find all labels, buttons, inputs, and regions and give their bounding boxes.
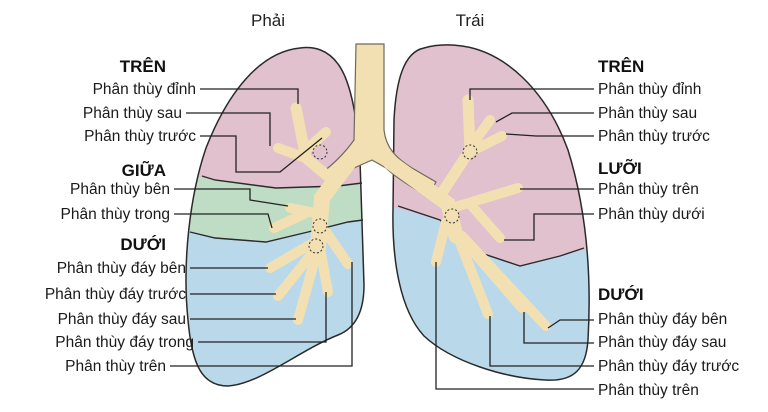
- right-label-anterior-basal: Phân thùy đáy trước: [45, 286, 186, 303]
- right-label-superior: Phân thùy trên: [65, 358, 166, 375]
- left-label-apical: Phân thùy đỉnh: [598, 81, 701, 98]
- left-lower-junction: [444, 208, 460, 224]
- left-upper-title: TRÊN: [598, 57, 644, 76]
- right-labels: TRÊN Phân thùy đỉnh Phân thùy sau Phân t…: [45, 57, 196, 375]
- right-label-medial: Phân thùy trong: [61, 206, 170, 223]
- left-lung-outline: [392, 44, 590, 381]
- right-label-apical: Phân thùy đỉnh: [93, 81, 196, 98]
- right-lower-branch5: [321, 227, 353, 269]
- left-anterior-branch: [465, 131, 507, 157]
- left-label-superior: Phân thùy trên: [598, 382, 699, 399]
- right-lower-title: DƯỚI: [120, 235, 166, 254]
- right-lower-fissure: [189, 219, 364, 243]
- right-lung-outline: [185, 46, 365, 387]
- right-posterior-branch: [273, 143, 311, 163]
- right-label-medial-basal: Phân thùy đáy trong: [55, 334, 194, 351]
- left-lingula-branch2: [465, 199, 505, 243]
- left-main-bronchus: [382, 154, 464, 244]
- right-upper-title: TRÊN: [120, 57, 166, 76]
- right-lower-branch1: [265, 235, 323, 273]
- left-label-anterior-basal: Phân thùy đáy trước: [598, 358, 739, 375]
- right-middle-branch2: [269, 209, 309, 233]
- left-posterior-branch: [465, 115, 495, 153]
- left-lower-title: DƯỚI: [598, 285, 644, 304]
- right-lower-junction: [308, 238, 324, 254]
- left-label-posterior-basal: Phân thùy đáy sau: [598, 334, 726, 351]
- left-label-superior-lingular: Phân thùy trên: [598, 181, 699, 198]
- right-lung: [185, 46, 365, 387]
- right-lower-branch3: [293, 243, 323, 325]
- right-anterior-branch: [301, 127, 331, 155]
- right-label-lateral: Phân thùy bên: [70, 181, 170, 198]
- left-lung: [392, 44, 590, 381]
- right-upper-junction: [312, 144, 328, 160]
- left-lower-branch2: [451, 227, 493, 319]
- right-label-lateral-basal: Phân thùy đáy bên: [57, 260, 186, 277]
- right-side-title: Phải: [251, 11, 285, 30]
- right-label-posterior-basal: Phân thùy đáy sau: [58, 311, 186, 328]
- left-lingula-title: LƯỠI: [598, 158, 642, 178]
- left-upper-junction: [462, 144, 478, 160]
- left-labels: TRÊN Phân thùy đỉnh Phân thùy sau Phân t…: [598, 57, 739, 399]
- right-middle-title: GIỮA: [122, 160, 166, 180]
- left-label-lateral-basal: Phân thùy đáy bên: [598, 311, 727, 328]
- left-side-title: Trái: [456, 11, 485, 30]
- right-label-posterior: Phân thùy sau: [83, 105, 182, 122]
- right-label-anterior: Phân thùy trước: [84, 128, 196, 145]
- left-label-inferior-lingular: Phân thùy dưới: [598, 206, 705, 223]
- left-lower-branch1: [431, 217, 451, 267]
- right-middle-junction: [312, 218, 328, 234]
- left-label-posterior: Phân thùy sau: [598, 105, 697, 122]
- right-lower-branch4: [315, 243, 333, 297]
- left-fissure: [397, 205, 585, 267]
- left-lingula-bronchus: [447, 183, 523, 213]
- right-upper-fissure: [201, 175, 363, 189]
- right-main-bronchus: [310, 142, 366, 256]
- left-leader-lines: [435, 88, 594, 390]
- left-label-anterior: Phân thùy trước: [598, 128, 710, 145]
- bronchial-tree: [265, 43, 551, 331]
- left-lower-branch4: [457, 231, 551, 331]
- right-leader-lines: [170, 88, 353, 367]
